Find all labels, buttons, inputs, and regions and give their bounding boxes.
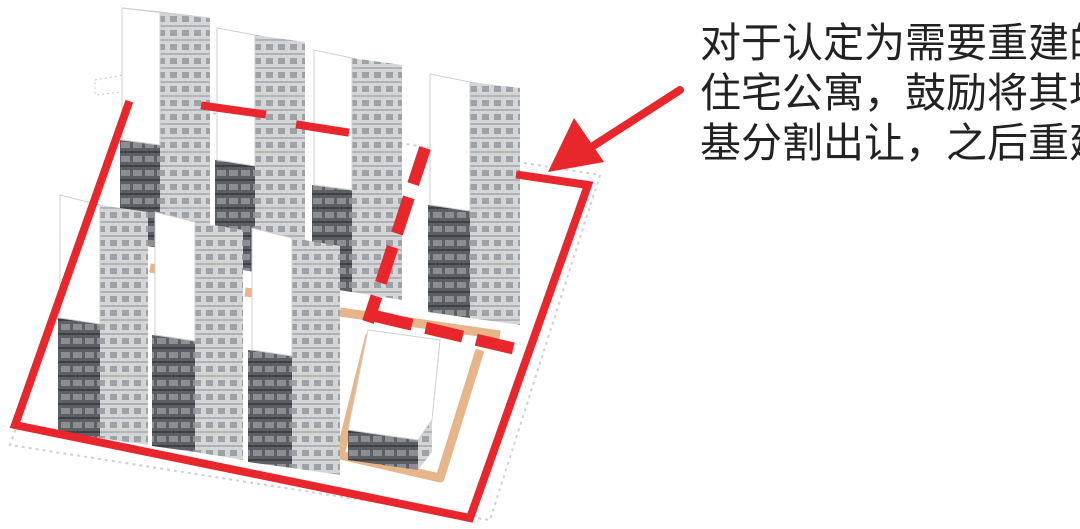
building <box>428 73 520 325</box>
arrow-icon <box>548 86 684 172</box>
caption-line: 对于认定为需要重建的 <box>700 19 1080 67</box>
caption-line: 基分割出让，之后重建 <box>700 119 1080 167</box>
subdivision-line <box>362 146 522 356</box>
caption-line: 住宅公寓，鼓励将其地 <box>700 69 1080 117</box>
building <box>215 27 305 280</box>
new-building <box>347 329 441 470</box>
site-boundary <box>9 99 594 523</box>
building <box>152 211 243 460</box>
caption: 对于认定为需要重建的 住宅公寓，鼓励将其地 基分割出让，之后重建 <box>700 18 1080 168</box>
building <box>248 227 340 475</box>
building <box>120 7 211 255</box>
building <box>58 194 148 445</box>
